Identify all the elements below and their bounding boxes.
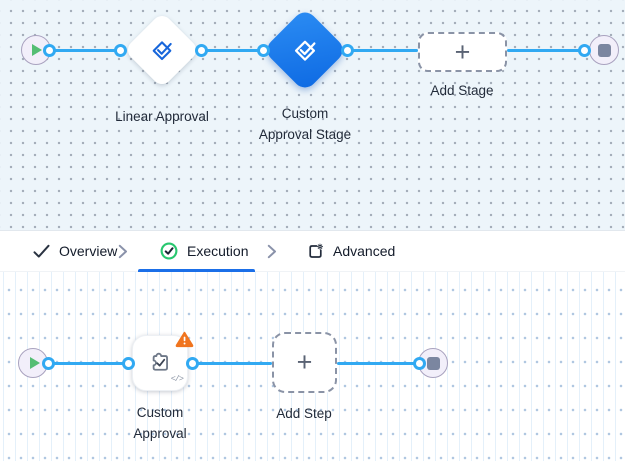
stage-label-linear-approval: Linear Approval [115,109,209,124]
stage-canvas: + Linear Approval Custom Approval Stage … [0,0,625,230]
add-step-button[interactable]: + [272,332,337,393]
custom-step-icon [152,352,168,371]
port[interactable] [113,43,127,57]
check-icon [33,244,50,258]
port[interactable] [256,43,270,57]
chevron-right-icon [267,244,276,259]
tab-execution[interactable]: Execution [160,231,248,271]
page-gear-icon [309,243,323,258]
add-stage-label: Add Stage [430,83,494,98]
port[interactable] [185,356,199,370]
tab-label: Overview [59,243,118,259]
stop-icon [426,356,440,370]
warning-icon[interactable] [175,331,194,348]
edge-addstep-to-end [337,361,419,365]
tab-label: Execution [187,243,249,259]
step-canvas: </> + Custom Approval Add Step [0,272,625,461]
port[interactable] [577,43,591,57]
check-circle-icon [160,242,178,260]
chevron-right-icon [118,244,127,259]
stage-node-custom-approval-stage[interactable] [262,7,348,93]
edge-linear-to-custom [201,48,263,52]
edge-custom-to-addstage [347,48,418,52]
approval-stage-icon [291,36,320,65]
plus-icon: + [296,347,313,377]
tab-overview[interactable]: Overview [33,231,117,271]
plus-icon: + [454,36,471,67]
port[interactable] [121,356,135,370]
port[interactable] [340,43,354,57]
active-tab-indicator [138,269,255,272]
port[interactable] [194,43,208,57]
edge-start-to-custom [48,361,128,365]
edge-custom-to-addstep [192,361,272,365]
end-node[interactable] [589,35,619,65]
port[interactable] [42,43,56,57]
add-stage-button[interactable]: + [418,32,507,72]
add-step-label: Add Step [276,406,332,421]
edge-addstage-to-end [507,48,584,52]
stage-node-linear-approval[interactable] [123,11,201,89]
edge-start-to-linear [49,48,120,52]
tab-advanced[interactable]: Advanced [307,231,395,271]
play-icon [29,357,40,369]
play-icon [32,44,42,56]
stage-label-custom-approval-stage: Custom Approval Stage [258,106,352,142]
port[interactable] [41,356,55,370]
step-label-custom-approval: Custom Approval [133,405,187,441]
tab-bar: Overview Execution Advanced [0,230,625,272]
approval-stage-icon [149,37,176,64]
tab-label: Advanced [333,243,396,259]
stop-icon [597,43,611,57]
port[interactable] [412,356,426,370]
code-icon: </> [170,374,184,384]
